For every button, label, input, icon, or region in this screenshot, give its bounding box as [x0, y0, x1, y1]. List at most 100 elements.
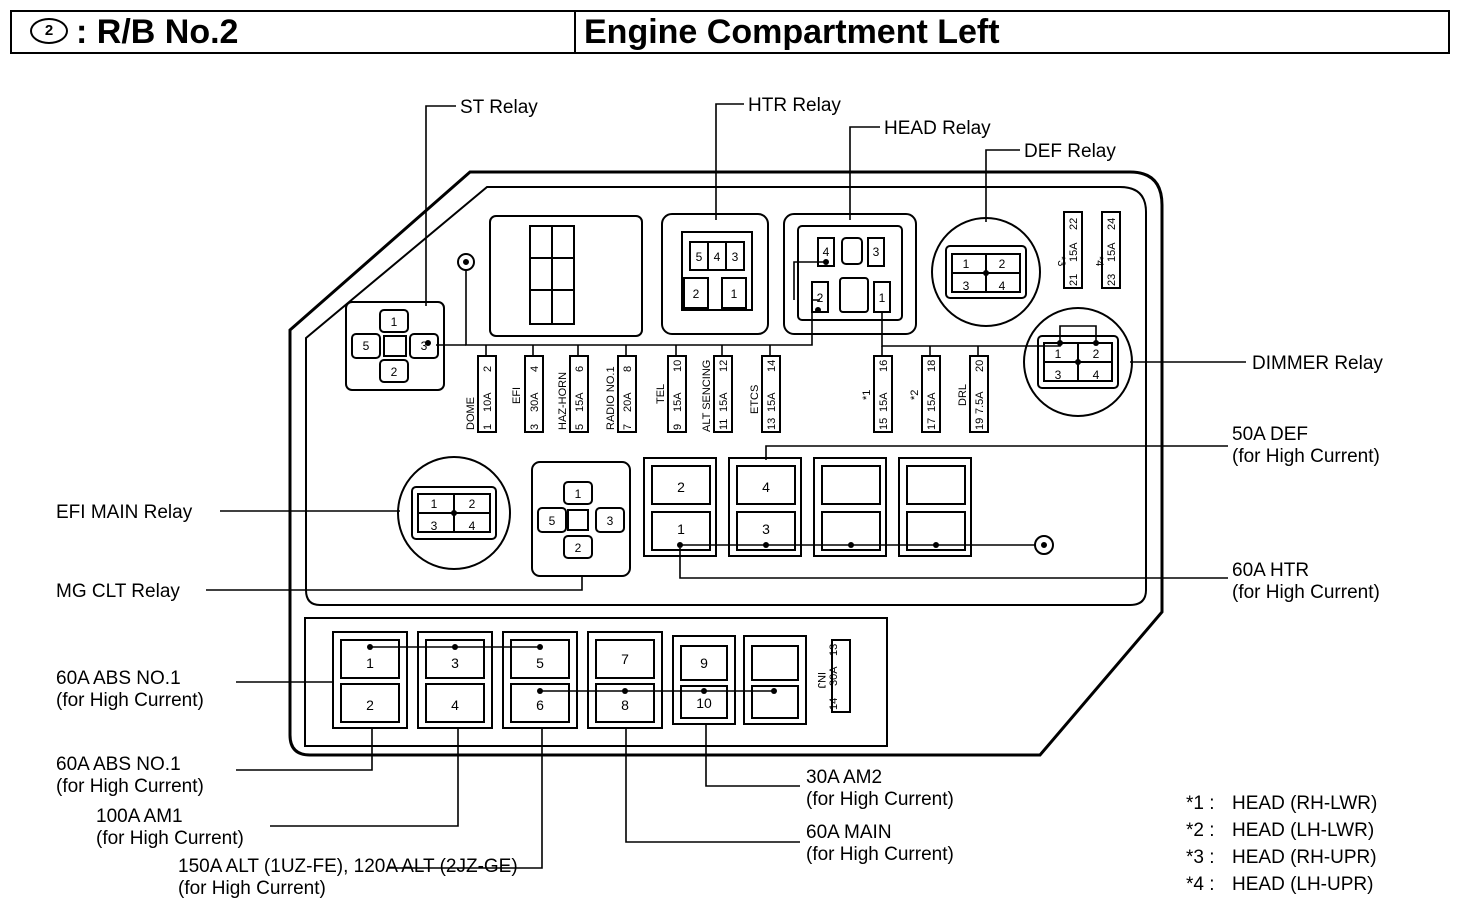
block-number-badge: 2 — [30, 18, 68, 45]
fuse-drl-bottom: 19 — [974, 418, 986, 430]
socket-low-10: 10 — [696, 695, 712, 711]
fuse-star1-name: *1 — [861, 390, 873, 400]
leader-lines — [206, 103, 1246, 869]
efi-main-pin-4: 4 — [469, 519, 476, 533]
socket-low-9: 9 — [700, 655, 708, 671]
st-relay — [345, 301, 445, 391]
fuse-drl-name: DRL — [957, 384, 969, 406]
htr-pin-3: 3 — [732, 250, 739, 264]
fuse-star3-name: *3 — [1055, 256, 1067, 266]
upper-fuse-row — [477, 211, 1121, 713]
head-pin-2: 2 — [817, 291, 824, 305]
diagram-header: 2: R/B No.2 Engine Compartment Left — [10, 10, 1450, 54]
dimmer-pin-3: 3 — [1055, 368, 1062, 382]
fuse-star2-bottom: 17 — [926, 418, 938, 430]
fuse-radio-name: RADIO NO.1 — [605, 366, 617, 430]
head-relay-label: HEAD Relay — [884, 118, 991, 139]
fuse-star4-bottom: 23 — [1106, 274, 1118, 286]
htr-relay — [661, 213, 769, 335]
head-relay — [783, 213, 917, 335]
legend-text-4: HEAD (LH-UPR) — [1232, 874, 1373, 895]
fuse-inj-bottom: 14 — [828, 698, 840, 710]
fuse-haz-horn-amp: 15A — [574, 392, 586, 412]
htr-pin-1: 1 — [731, 287, 738, 301]
callout-50a-def: 50A DEF — [1232, 424, 1308, 445]
mg-clt-relay — [531, 461, 631, 577]
mg-clt-relay-label: MG CLT Relay — [56, 581, 180, 602]
htr-pin-2: 2 — [693, 287, 700, 301]
mg-pin-2: 2 — [575, 541, 582, 555]
callout-60a-htr-note: (for High Current) — [1232, 582, 1380, 603]
def-pin-3: 3 — [963, 279, 970, 293]
efi-relay-socket — [489, 215, 643, 337]
fuse-haz-horn-bottom: 5 — [574, 424, 586, 430]
callout-30a-am2-note: (for High Current) — [806, 789, 954, 810]
def-relay-label: DEF Relay — [1024, 141, 1116, 162]
def-pin-4: 4 — [999, 279, 1006, 293]
socket-mid-2: 2 — [677, 479, 685, 495]
mg-pin-5: 5 — [549, 514, 556, 528]
fuse-radio-bottom: 7 — [622, 424, 634, 430]
htr-pin-5: 5 — [696, 250, 703, 264]
efi-main-pin-3: 3 — [431, 519, 438, 533]
legend: *1 : HEAD (RH-LWR) *2 : HEAD (LH-LWR) *3… — [1186, 793, 1377, 895]
callout-100a-am1-note: (for High Current) — [96, 828, 244, 849]
fuse-etcs-amp: 15A — [766, 392, 778, 412]
callout-60a-abs-1: 60A ABS NO.1 — [56, 668, 181, 689]
fuse-haz-horn-top: 6 — [574, 366, 586, 372]
legend-text-2: HEAD (LH-LWR) — [1232, 820, 1374, 841]
callout-100a-am1: 100A AM1 — [96, 806, 183, 827]
dimmer-pin-1: 1 — [1055, 347, 1062, 361]
legend-mark-3: *3 : — [1186, 847, 1215, 868]
st-pin-5: 5 — [363, 339, 370, 353]
fuse-star2-top: 18 — [926, 360, 938, 372]
fuse-etcs-name: ETCS — [749, 385, 761, 414]
callout-50a-def-note: (for High Current) — [1232, 446, 1380, 467]
legend-mark-4: *4 : — [1186, 874, 1215, 895]
efi-main-pin-1: 1 — [431, 497, 438, 511]
legend-mark-2: *2 : — [1186, 820, 1215, 841]
head-pin-4: 4 — [823, 245, 830, 259]
fuse-haz-horn-name: HAZ-HORN — [557, 372, 569, 430]
mid-fuse-sockets — [643, 457, 972, 557]
fuse-star3-amp: 15A — [1068, 242, 1080, 262]
dimmer-pin-2: 2 — [1093, 347, 1100, 361]
socket-low-3: 3 — [451, 655, 459, 671]
fuse-dome-bottom: 1 — [482, 424, 494, 430]
socket-low-4: 4 — [451, 697, 459, 713]
socket-low-2: 2 — [366, 697, 374, 713]
fuse-star1-top: 16 — [878, 360, 890, 372]
socket-mid-1: 1 — [677, 521, 685, 537]
housing-inner — [305, 186, 1147, 606]
lower-fuse-tray — [304, 617, 888, 747]
fuse-etcs-top: 14 — [766, 360, 778, 372]
st-pin-2: 2 — [391, 365, 398, 379]
fuse-star3-bottom: 21 — [1068, 274, 1080, 286]
socket-low-1: 1 — [366, 655, 374, 671]
legend-text-1: HEAD (RH-LWR) — [1232, 793, 1377, 814]
fuse-tel-bottom: 9 — [672, 424, 684, 430]
fuse-efi-amp: 30A — [529, 392, 541, 412]
htr-relay-label: HTR Relay — [748, 95, 841, 116]
relay-block-id: 2: R/B No.2 — [30, 12, 238, 52]
fuse-star1-amp: 15A — [878, 392, 890, 412]
fuse-alt-sencing-top: 12 — [718, 360, 730, 372]
fuse-tel-top: 10 — [672, 360, 684, 372]
lower-fuse-sockets — [332, 631, 807, 729]
fuse-inj-top: 13 — [828, 644, 840, 656]
callout-60a-abs-2: 60A ABS NO.1 — [56, 754, 181, 775]
fuse-dome-top: 2 — [482, 366, 494, 372]
mg-pin-3: 3 — [607, 514, 614, 528]
callout-alt: 150A ALT (1UZ-FE), 120A ALT (2JZ-GE) — [178, 856, 518, 877]
socket-low-6: 6 — [536, 697, 544, 713]
fuse-efi-top: 4 — [529, 366, 541, 372]
socket-mid-3: 3 — [762, 521, 770, 537]
fuse-efi-bottom: 3 — [529, 424, 541, 430]
fuse-alt-sencing-bottom: 11 — [718, 419, 730, 430]
wiring-lines — [370, 261, 1097, 692]
fuse-drl-top: 20 — [974, 360, 986, 372]
head-pin-1: 1 — [879, 291, 886, 305]
fuse-tel-amp: 15A — [672, 392, 684, 412]
fuse-alt-sencing-amp: 15A — [718, 392, 730, 412]
callout-30a-am2: 30A AM2 — [806, 767, 882, 788]
